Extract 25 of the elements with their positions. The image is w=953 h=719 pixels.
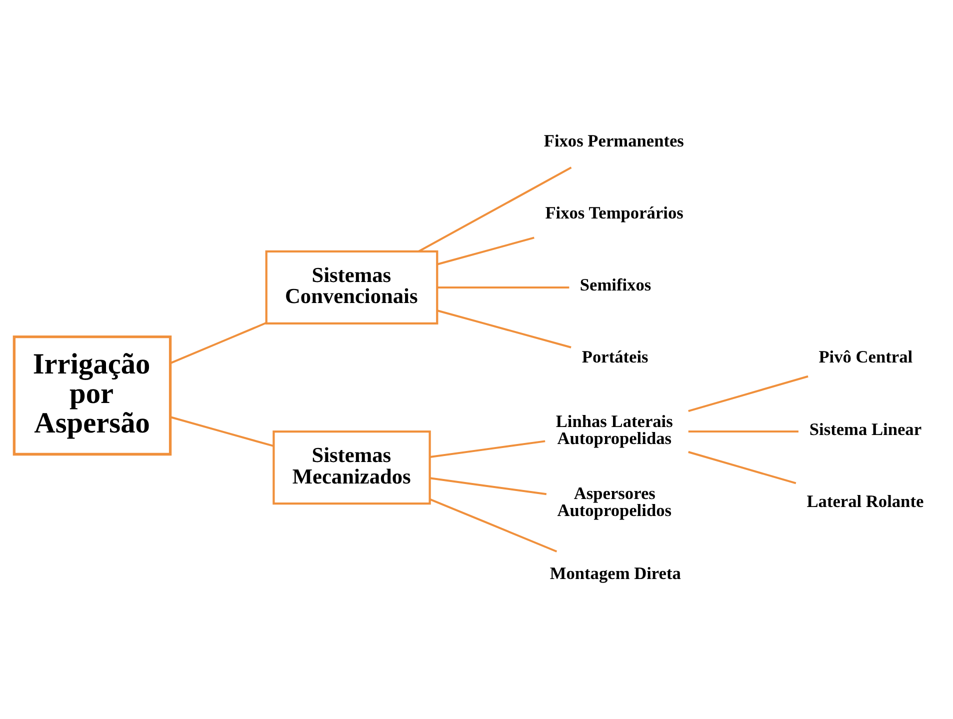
connector bbox=[437, 286, 570, 288]
node-box: Sistemas Mecanizados bbox=[272, 430, 431, 505]
node-text: Fixos Temporários bbox=[545, 204, 684, 223]
node-box: Sistemas Convencionais bbox=[265, 250, 438, 325]
node-text: Linhas Laterais Autopropelidas bbox=[556, 412, 673, 448]
connector bbox=[688, 451, 796, 484]
connector bbox=[437, 236, 534, 266]
node-box: Irrigação por Aspersão bbox=[12, 335, 172, 456]
connector bbox=[688, 375, 808, 412]
node-text: Pivô Central bbox=[818, 348, 913, 367]
connector bbox=[418, 166, 572, 252]
node-text: Portáteis bbox=[582, 348, 648, 367]
node-text: Montagem Direta bbox=[550, 564, 681, 583]
connector bbox=[688, 430, 798, 433]
node-text: Semifixos bbox=[580, 276, 652, 295]
node-text: Sistema Linear bbox=[809, 420, 922, 439]
connector bbox=[170, 416, 274, 447]
connector bbox=[430, 498, 558, 552]
node-text: Fixos Permanentes bbox=[544, 132, 684, 151]
connector bbox=[437, 310, 572, 348]
connector bbox=[430, 440, 546, 458]
connector bbox=[430, 477, 547, 496]
connector bbox=[170, 322, 267, 364]
node-text: Lateral Rolante bbox=[806, 492, 924, 511]
node-text: Aspersores Autopropelidos bbox=[557, 484, 672, 520]
